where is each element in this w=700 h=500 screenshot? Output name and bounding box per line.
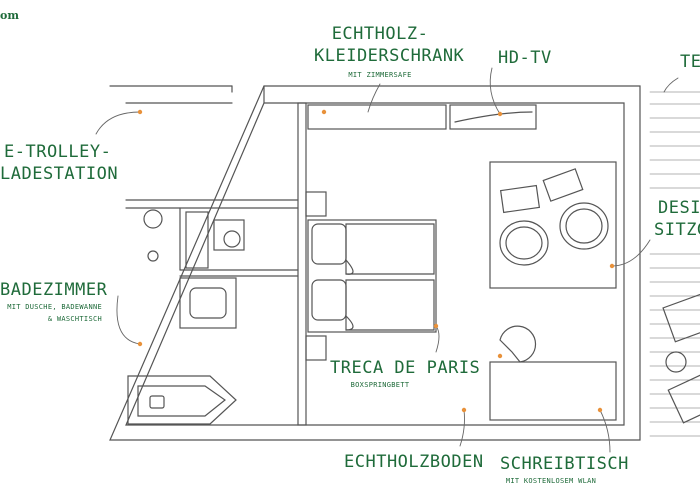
design-seating-label-line1: DESIG [658,198,700,218]
orange-markers [137,109,615,413]
outer-walls [109,85,641,441]
interior-walls [125,102,327,426]
tv-label: HD-TV [498,48,552,68]
boxspring-bed [307,219,437,333]
desk-area [489,325,617,421]
terrace-furniture [662,293,700,424]
wardrobe-sublabel: MIT ZIMMERSAFE [348,71,412,79]
wardrobe [307,104,537,130]
wardrobe-label-line2: KLEIDERSCHRANK [314,46,465,66]
floor-label: ECHTHOLZBODEN [344,452,484,472]
wardrobe-label-line1: ECHTHOLZ- [331,24,429,44]
terrace-decking [649,91,700,437]
design-seating-group [489,161,617,289]
bathroom-label: BADEZIMMER [0,280,108,300]
etrolley-label-line1: E-TROLLEY- [4,142,112,162]
bathroom-fixtures [127,209,245,425]
design-seating-label-line2: SITZGR [654,220,700,240]
bed-label: TRECA DE PARIS [330,358,481,378]
bathroom-sublabel-line2: & WASCHTISCH [47,315,102,323]
bathroom-sublabel-line1: MIT DUSCHE, BADEWANNE [7,303,102,311]
leader-lines [95,67,679,453]
desk-sublabel: MIT KOSTENLOSEM WLAN [505,477,597,485]
desk-label: SCHREIBTISCH [500,454,629,474]
etrolley-label-line2: LADESTATION [0,164,119,184]
terrace-label: TER [680,52,700,72]
bed-sublabel: BOXSPRINGBETT [350,381,410,389]
brand-fragment: om [0,9,19,22]
